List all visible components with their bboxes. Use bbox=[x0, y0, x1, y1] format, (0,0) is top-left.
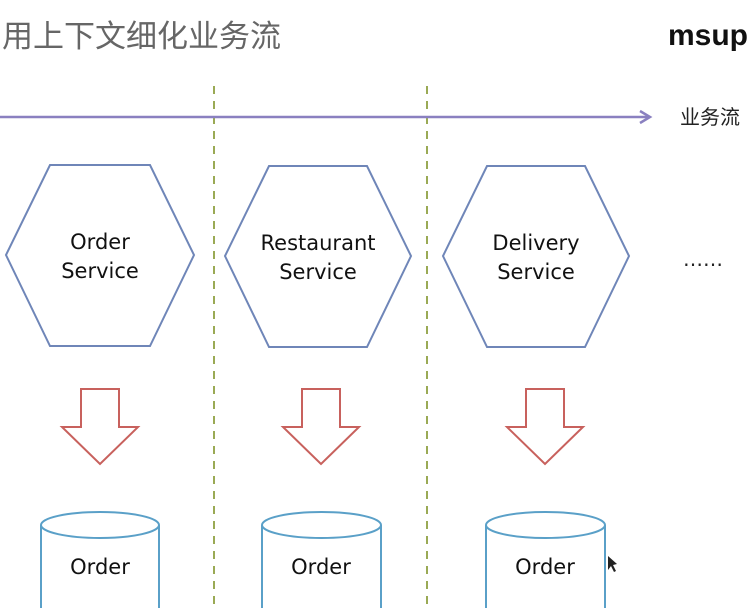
service-name: Order bbox=[70, 230, 130, 254]
database-cylinder-icon bbox=[39, 511, 160, 608]
hexagon-restaurant-service bbox=[223, 165, 413, 348]
database-label: Order bbox=[70, 555, 130, 579]
column-restaurant: Restaurant Service Order bbox=[223, 165, 413, 608]
hexagon-order-service bbox=[4, 164, 196, 347]
service-suffix: Service bbox=[61, 259, 139, 283]
down-arrow-icon bbox=[280, 388, 362, 466]
flow-label: 业务流 bbox=[680, 105, 740, 129]
service-suffix: Service bbox=[497, 260, 575, 284]
service-name: Delivery bbox=[492, 231, 579, 255]
service-suffix: Service bbox=[279, 260, 357, 284]
business-flow-arrow bbox=[0, 109, 653, 125]
slide-title: 用上下文细化业务流 bbox=[2, 19, 281, 55]
hexagon-delivery-service bbox=[441, 165, 631, 348]
database-label: Order bbox=[291, 555, 351, 579]
database-label: Order bbox=[515, 555, 575, 579]
service-name: Restaurant bbox=[261, 231, 376, 255]
down-arrow-icon bbox=[59, 388, 141, 466]
mouse-cursor-icon bbox=[608, 556, 617, 572]
msup-logo: msup bbox=[668, 19, 748, 52]
down-arrow-icon bbox=[504, 388, 586, 466]
column-delivery: Delivery Service Order bbox=[441, 165, 631, 608]
ellipsis: …… bbox=[683, 247, 723, 271]
database-cylinder-icon bbox=[260, 511, 382, 608]
column-order: Order Service Order bbox=[4, 164, 196, 608]
database-cylinder-icon bbox=[484, 511, 606, 608]
